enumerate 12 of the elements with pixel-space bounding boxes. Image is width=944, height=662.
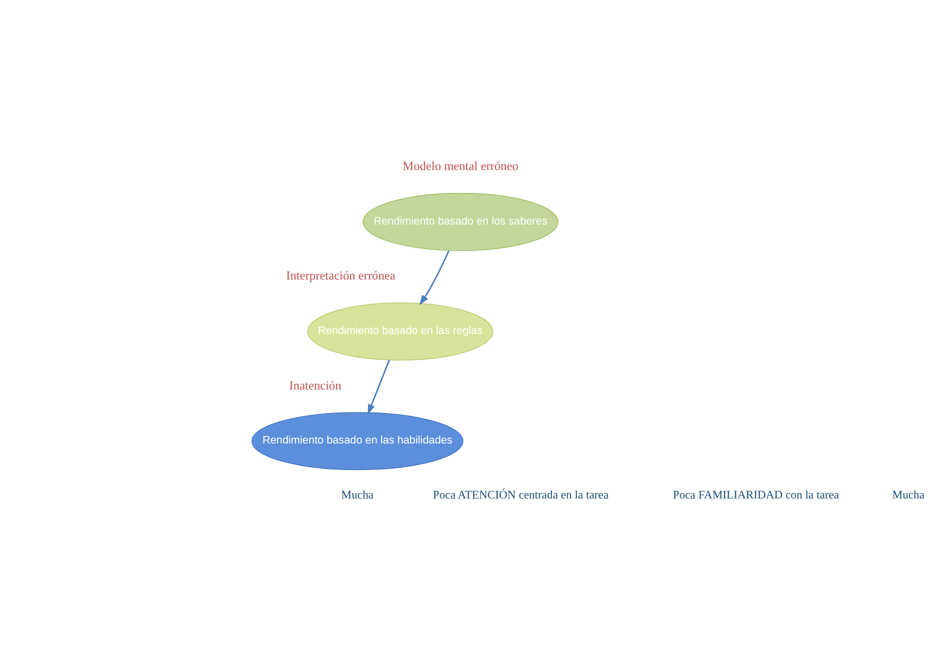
- label: Poca ATENCIÓN centrada en la tarea: [432, 488, 608, 502]
- arrow: [367, 359, 390, 414]
- node-ellipse: Rendimiento basado en las reglas: [306, 302, 493, 360]
- arrow: [418, 250, 450, 305]
- label: Poca FAMILIARIDAD con la tarea: [672, 488, 839, 502]
- node-label: Modelo mental erróneo: [402, 158, 518, 173]
- label: Mucha: [340, 488, 374, 502]
- label: Mucha: [892, 488, 924, 502]
- node-ellipse: Rendimiento basado en los saberes: [362, 192, 558, 250]
- node-label: Interpretación errónea: [286, 268, 395, 282]
- node-label: Inatención: [288, 378, 341, 392]
- node-ellipse: Rendimiento basado en las habilidades: [251, 412, 463, 470]
